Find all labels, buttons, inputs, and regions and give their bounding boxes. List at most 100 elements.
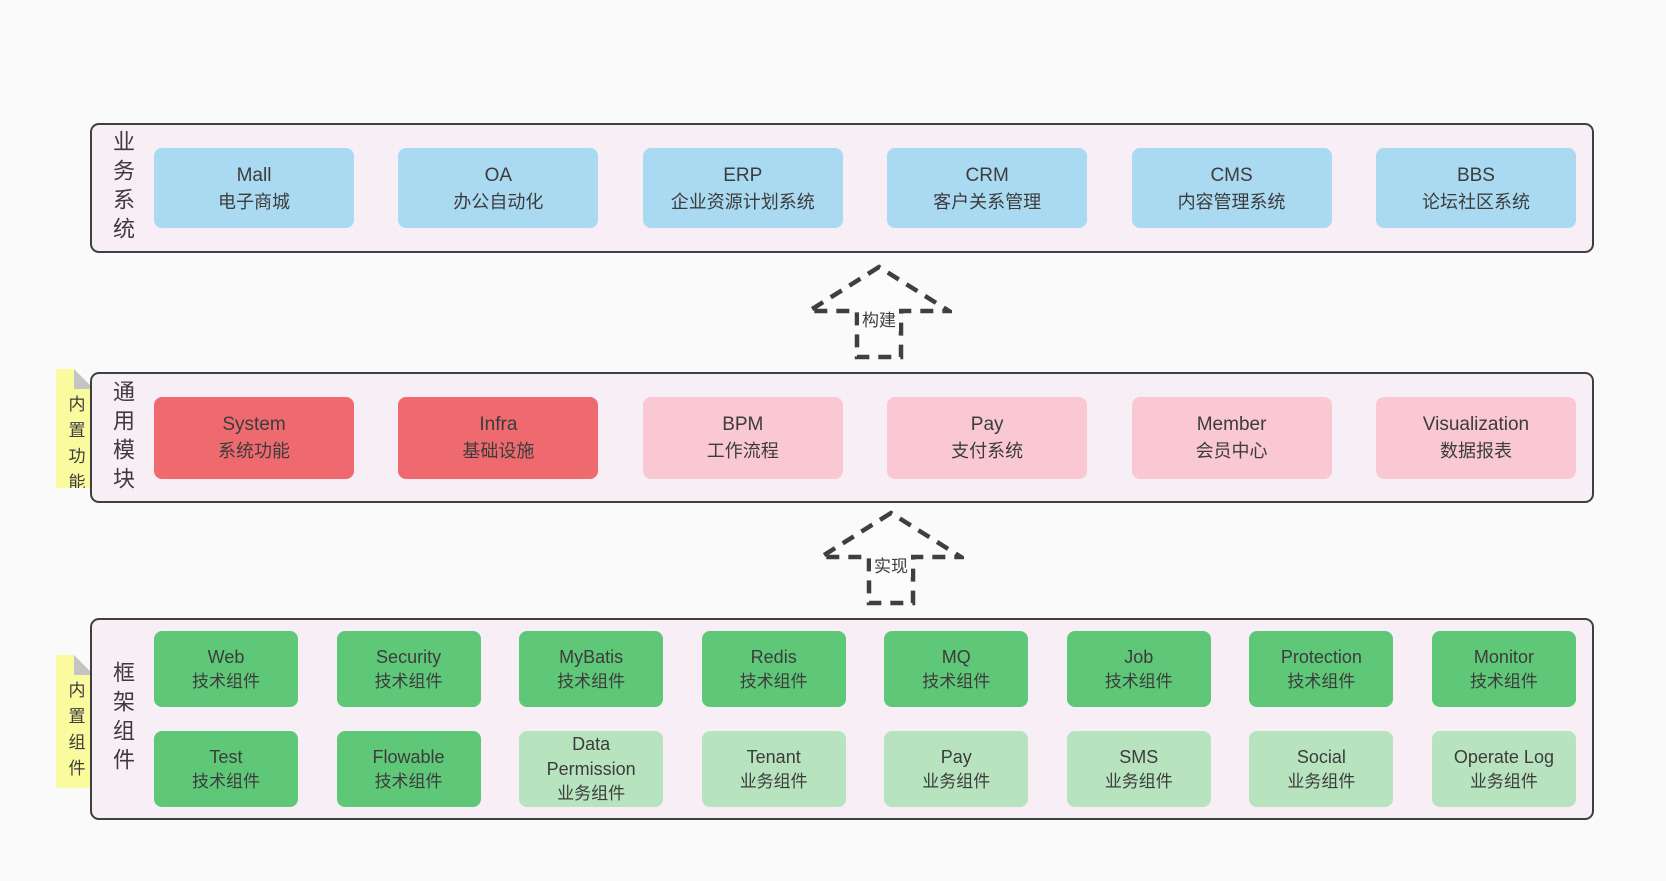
box-name: Member — [1196, 414, 1267, 435]
box-desc: 技术组件 — [374, 671, 443, 691]
box-desc: 业务组件 — [557, 784, 626, 803]
box-name: Flowable — [372, 746, 445, 767]
box-desc: 技术组件 — [1104, 671, 1173, 691]
box-name: Tenant — [746, 746, 801, 767]
component-box-monitor: Monitor 技术组件 — [1431, 631, 1576, 707]
module-box-member: Member 会员中心 — [1131, 396, 1332, 479]
box-desc: 会员中心 — [1195, 441, 1268, 461]
module-box-system: System 系统功能 — [154, 396, 354, 479]
box-desc: 业务组件 — [1104, 771, 1173, 791]
component-box-mq: MQ 技术组件 — [884, 631, 1029, 707]
box-name: ERP — [723, 164, 763, 186]
system-box-oa: OA 办公自动化 — [398, 148, 599, 228]
system-box-crm: CRM 客户关系管理 — [887, 148, 1088, 228]
box-desc: 支付系统 — [951, 441, 1024, 461]
common-modules-layer: 通用模块 System 系统功能 Infra 基础设施 BPM 工作流程 Pay… — [90, 372, 1594, 503]
box-name: Social — [1296, 746, 1346, 767]
business-systems-label: 业务系统 — [110, 130, 135, 246]
system-box-cms: CMS 内容管理系统 — [1131, 148, 1332, 228]
sticky-label: 内置功能 — [65, 395, 85, 499]
framework-components-layer: 框架组件 Web 技术组件 Security 技术组件 MyBatis 技术组件… — [90, 618, 1594, 820]
box-desc: 数据报表 — [1439, 441, 1512, 461]
system-box-erp: ERP 企业资源计划系统 — [642, 148, 843, 228]
box-name: Data Permission — [546, 734, 636, 779]
framework-components-label: 框架组件 — [110, 661, 135, 777]
box-desc: 技术组件 — [192, 671, 260, 691]
box-desc: 技术组件 — [374, 771, 443, 791]
build-arrow-label: 构建 — [859, 306, 899, 331]
business-systems-layer: 业务系统 Mall 电子商城 OA 办公自动化 ERP 企业资源计划系统 CRM… — [90, 123, 1594, 253]
box-desc: 企业资源计划系统 — [670, 191, 815, 212]
component-box-operate-log: Operate Log 业务组件 — [1431, 731, 1576, 807]
box-name: Mall — [236, 164, 272, 186]
module-box-pay: Pay 支付系统 — [887, 396, 1088, 479]
box-desc: 业务组件 — [1469, 771, 1538, 791]
box-name: Job — [1124, 646, 1154, 667]
box-desc: 工作流程 — [706, 441, 779, 461]
box-desc: 电子商城 — [218, 191, 290, 212]
component-box-flowable: Flowable 技术组件 — [336, 731, 481, 807]
box-desc: 技术组件 — [1469, 671, 1538, 691]
implement-arrow: 实现 — [818, 510, 964, 606]
component-box-protection: Protection 技术组件 — [1249, 631, 1394, 707]
implement-arrow-label: 实现 — [871, 552, 911, 577]
box-name: Redis — [750, 646, 797, 667]
box-name: SMS — [1119, 746, 1159, 767]
box-name: MyBatis — [559, 646, 624, 667]
tech-components-row: Web 技术组件 Security 技术组件 MyBatis 技术组件 Redi… — [154, 631, 1576, 707]
box-name: CRM — [965, 164, 1009, 186]
box-name: OA — [484, 164, 513, 186]
box-desc: 业务组件 — [739, 771, 808, 791]
component-box-redis: Redis 技术组件 — [701, 631, 846, 707]
system-box-mall: Mall 电子商城 — [154, 148, 354, 228]
box-name: Security — [376, 646, 442, 667]
box-name: Test — [209, 746, 243, 767]
module-box-visualization: Visualization 数据报表 — [1375, 396, 1576, 479]
box-desc: 技术组件 — [922, 671, 991, 691]
box-name: Web — [207, 646, 245, 667]
box-name: Protection — [1280, 646, 1362, 667]
box-desc: 论坛社区系统 — [1421, 191, 1530, 212]
module-box-bpm: BPM 工作流程 — [642, 396, 843, 479]
box-name: Operate Log — [1453, 746, 1554, 767]
component-box-mybatis: MyBatis 技术组件 — [519, 631, 664, 707]
box-name: System — [222, 414, 286, 435]
box-desc: 办公自动化 — [453, 191, 544, 212]
box-name: Infra — [479, 414, 518, 435]
component-box-pay: Pay 业务组件 — [884, 731, 1029, 807]
box-desc: 内容管理系统 — [1177, 191, 1286, 212]
box-name: Monitor — [1473, 646, 1534, 667]
component-box-job: Job 技术组件 — [1066, 631, 1211, 707]
common-modules-row: System 系统功能 Infra 基础设施 BPM 工作流程 Pay 支付系统… — [154, 396, 1592, 479]
box-desc: 客户关系管理 — [933, 191, 1042, 212]
component-box-security: Security 技术组件 — [336, 631, 481, 707]
box-desc: 技术组件 — [739, 671, 808, 691]
box-name: Pay — [940, 746, 972, 767]
builtin-components-sticky: 内置组件 — [56, 655, 94, 788]
component-box-tenant: Tenant 业务组件 — [701, 731, 846, 807]
box-name: MQ — [941, 646, 971, 667]
component-box-sms: SMS 业务组件 — [1066, 731, 1211, 807]
box-desc: 基础设施 — [462, 441, 535, 461]
box-desc: 技术组件 — [557, 671, 626, 691]
builtin-functions-sticky: 内置功能 — [56, 369, 94, 488]
box-desc: 业务组件 — [922, 771, 991, 791]
system-box-bbs: BBS 论坛社区系统 — [1375, 148, 1576, 228]
box-desc: 业务组件 — [1287, 771, 1356, 791]
component-box-test: Test 技术组件 — [154, 731, 298, 807]
framework-components-rows: Web 技术组件 Security 技术组件 MyBatis 技术组件 Redi… — [154, 631, 1592, 807]
component-box-web: Web 技术组件 — [154, 631, 298, 707]
business-systems-row: Mall 电子商城 OA 办公自动化 ERP 企业资源计划系统 CRM 客户关系… — [154, 148, 1592, 228]
sticky-label: 内置组件 — [65, 681, 85, 785]
box-name: Pay — [970, 414, 1004, 435]
common-modules-label: 通用模块 — [110, 379, 135, 496]
box-desc: 技术组件 — [192, 771, 260, 791]
component-box-data-permission: Data Permission 业务组件 — [519, 731, 664, 807]
biz-components-row: Test 技术组件 Flowable 技术组件 Data Permission … — [154, 731, 1576, 807]
box-name: BBS — [1456, 164, 1495, 186]
box-name: BPM — [722, 414, 764, 435]
box-name: CMS — [1210, 164, 1253, 186]
box-desc: 系统功能 — [218, 441, 290, 461]
component-box-social: Social 业务组件 — [1249, 731, 1394, 807]
